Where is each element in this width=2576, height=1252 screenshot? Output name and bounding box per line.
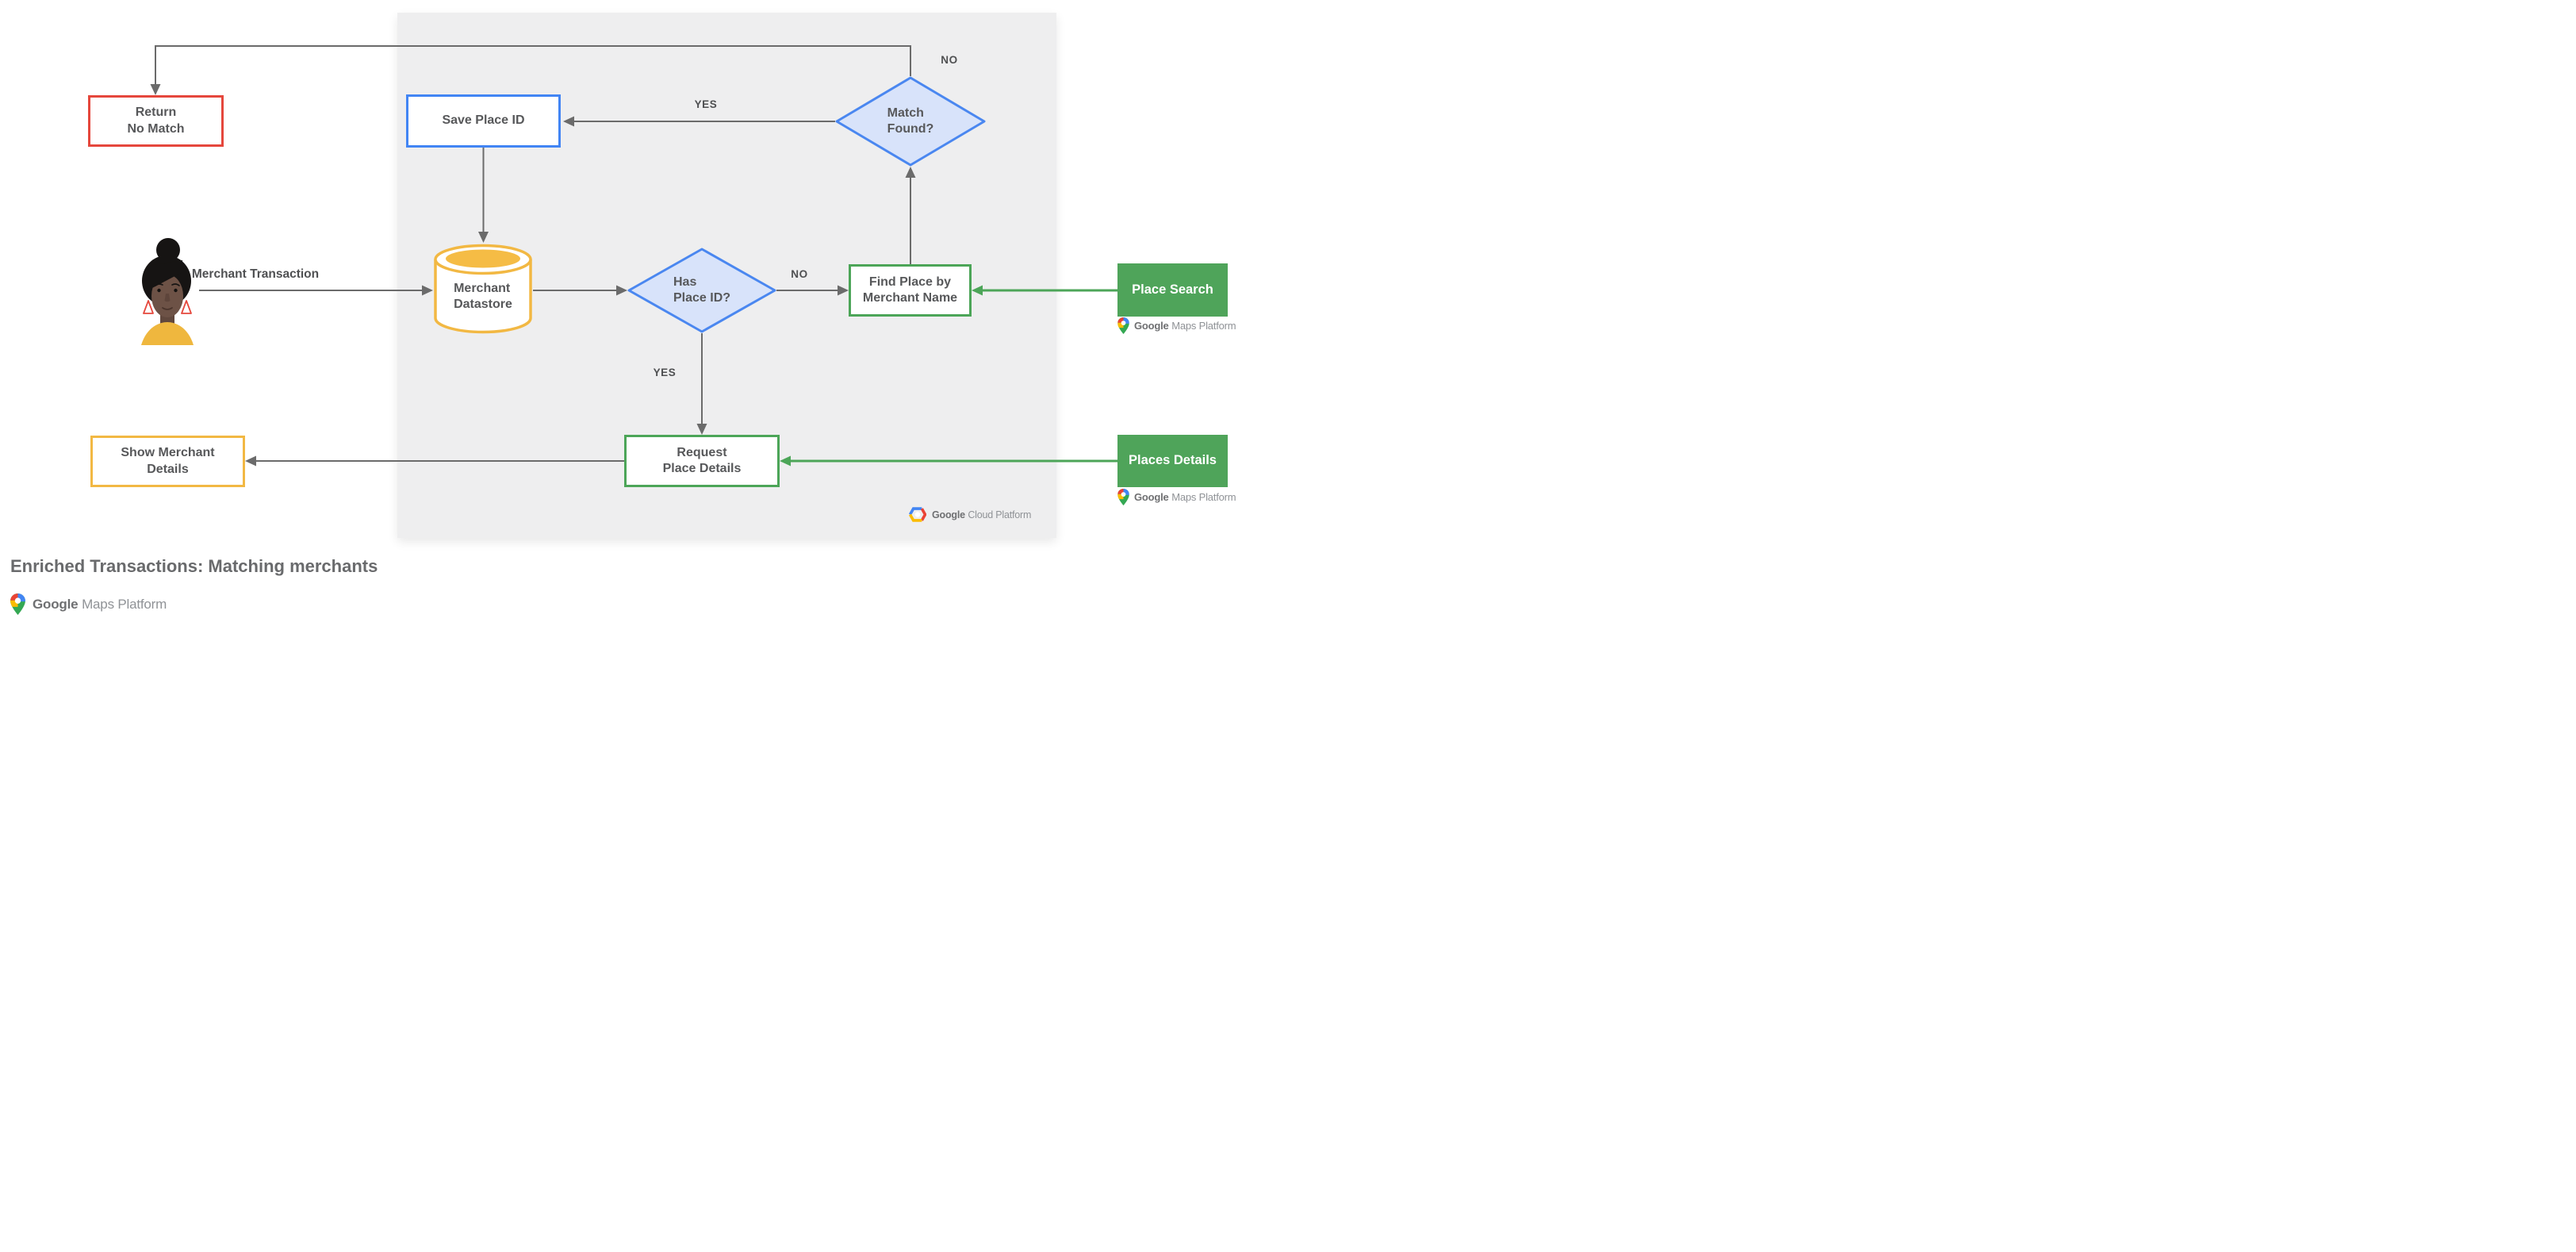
node-merchant-datastore-label: Merchant Datastore [454,282,512,312]
decision-has-place-id-label: Has Place ID? [673,275,731,305]
maps-pin-icon [1117,489,1129,505]
arrowhead-into-return [150,84,161,95]
gcp-logo: Google Cloud Platform [909,507,1031,522]
gmp-brand-text: Google [1134,320,1169,332]
node-save-place-id-label: Save Place ID [442,113,525,128]
api-places-details: Places Details [1117,435,1228,487]
user-avatar [140,238,194,345]
diamond-shape [627,248,776,333]
flowchart-canvas: Return No Match Save Place ID Find Place… [0,0,1288,626]
node-find-place-label: Find Place by Merchant Name [862,275,958,305]
api-place-search: Place Search [1117,263,1228,317]
gmp-footer-brand-text: Google [33,596,79,612]
gmp-footer-product-text: Maps Platform [82,596,167,612]
decision-match-found: Match Found? [835,76,986,167]
gmp-logo-footer: Google Maps Platform [10,593,167,615]
gcp-product-text: Cloud Platform [968,509,1032,520]
diamond-shape [835,76,986,167]
node-return-no-match-label: Return No Match [127,106,185,136]
node-find-place-by-merchant-name: Find Place by Merchant Name [849,264,972,317]
node-request-place-details: Request Place Details [624,435,780,487]
gmp-logo-places-details: Google Maps Platform [1117,489,1236,505]
decision-match-found-label: Match Found? [887,106,934,136]
cloud-hexagon-icon [909,507,926,522]
gmp-product-text: Maps Platform [1171,320,1236,332]
edge-label-yes-mid: YES [653,367,677,378]
node-request-place-details-label: Request Place Details [662,445,742,475]
node-return-no-match: Return No Match [88,95,224,147]
gmp-logo-place-search: Google Maps Platform [1117,317,1236,334]
gmp-brand-text: Google [1134,491,1169,503]
node-show-merchant-details: Show Merchant Details [90,436,245,487]
decision-has-place-id: Has Place ID? [627,248,776,333]
maps-pin-icon [1117,317,1129,334]
node-show-merchant-details-label: Show Merchant Details [121,446,215,476]
maps-pin-icon [10,593,25,615]
person-icon [141,238,194,345]
cylinder-icon [434,244,532,334]
arrowhead-into-show [245,455,256,467]
edge-label-no-top: NO [941,54,958,66]
diagram-title: Enriched Transactions: Matching merchant… [10,556,378,576]
gmp-product-text: Maps Platform [1171,491,1236,503]
gcp-brand-text: Google [932,509,965,520]
node-merchant-datastore: Merchant Datastore [433,243,533,334]
merchant-transaction-label: Merchant Transaction [191,267,320,281]
api-places-details-label: Places Details [1129,453,1217,468]
node-save-place-id: Save Place ID [406,94,561,148]
api-place-search-label: Place Search [1132,282,1213,297]
edge-label-yes-top: YES [694,98,718,110]
edge-label-no-mid: NO [791,268,808,280]
